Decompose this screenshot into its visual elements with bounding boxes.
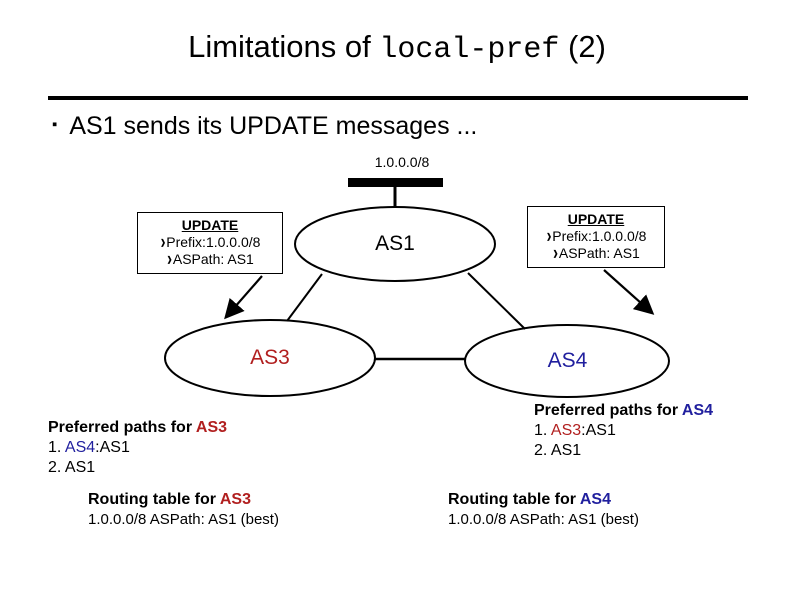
routing-table-as4-heading-target: AS4 bbox=[579, 491, 611, 508]
update-left-title: UPDATE bbox=[181, 217, 239, 233]
sub-bullet-icon: ❱ bbox=[166, 255, 173, 264]
update-right-aspath-text: ASPath: AS1 bbox=[558, 245, 640, 261]
title-divider bbox=[48, 96, 748, 100]
sub-bullet-icon: ❱ bbox=[545, 232, 553, 241]
preferred-paths-as3-heading-target: AS3 bbox=[195, 419, 228, 436]
preferred-paths-as3-heading: Preferred paths for AS3 bbox=[48, 418, 227, 438]
title-prefix: Limitations of bbox=[188, 29, 380, 64]
arrow-update-to-as4 bbox=[603, 269, 655, 315]
arrow-update-to-as3 bbox=[224, 275, 263, 320]
routing-table-as3-block: Routing table for AS3 1.0.0.0/8 ASPath: … bbox=[88, 490, 279, 529]
preferred-paths-as3-line-1-via: AS4 bbox=[64, 439, 96, 456]
link-as1-as4 bbox=[467, 272, 526, 330]
routing-table-as4-heading: Routing table for AS4 bbox=[448, 490, 639, 510]
routing-table-as4-block: Routing table for AS4 1.0.0.0/8 ASPath: … bbox=[448, 490, 639, 529]
page-title: Limitations of local-pref (2) bbox=[0, 28, 794, 69]
link-as1-as3 bbox=[286, 273, 323, 322]
routing-table-as3-heading: Routing table for AS3 bbox=[88, 490, 279, 510]
bullet-square-icon: ▪ bbox=[52, 116, 58, 133]
update-left-prefix: ❱Prefix:1.0.0.0/8 bbox=[144, 234, 276, 251]
node-as1-ellipse[interactable] bbox=[294, 206, 496, 282]
node-as4-ellipse[interactable] bbox=[464, 324, 670, 398]
routing-table-as4-heading-static: Routing table for bbox=[448, 491, 580, 508]
preferred-paths-as4-line-1-via: AS3 bbox=[550, 422, 582, 439]
preferred-paths-as4-heading-static: Preferred paths for bbox=[534, 402, 682, 419]
sub-bullet-icon: ❱ bbox=[552, 249, 559, 258]
preferred-paths-as4-block: Preferred paths for AS4 1. AS3:AS1 2. AS… bbox=[534, 401, 713, 461]
sub-bullet-icon: ❱ bbox=[159, 238, 167, 247]
update-right-title: UPDATE bbox=[567, 211, 625, 227]
preferred-paths-as4-line-2: 2. AS1 bbox=[534, 442, 582, 459]
update-box-left: UPDATE ❱Prefix:1.0.0.0/8 ❱ASPath: AS1 bbox=[137, 212, 283, 274]
update-left-aspath: ❱ASPath: AS1 bbox=[144, 251, 276, 268]
update-left-prefix-text: Prefix:1.0.0.0/8 bbox=[166, 234, 261, 250]
preferred-paths-as4-line-1-num: 1. bbox=[534, 422, 551, 439]
preferred-paths-as3-heading-static: Preferred paths for bbox=[48, 419, 196, 436]
update-right-prefix-text: Prefix:1.0.0.0/8 bbox=[552, 228, 647, 244]
preferred-paths-as4-line-1: 1. AS3:AS1 bbox=[534, 421, 713, 441]
title-suffix: (2) bbox=[559, 29, 606, 64]
update-box-right: UPDATE ❱Prefix:1.0.0.0/8 ❱ASPath: AS1 bbox=[527, 206, 665, 268]
node-as4-label: AS4 bbox=[547, 349, 588, 372]
routing-table-as4-row: 1.0.0.0/8 ASPath: AS1 (best) bbox=[448, 511, 639, 528]
preferred-paths-as3-line-1-num: 1. bbox=[48, 439, 65, 456]
update-right-aspath: ❱ASPath: AS1 bbox=[534, 245, 658, 262]
preferred-paths-as3-block: Preferred paths for AS3 1. AS4:AS1 2. AS… bbox=[48, 418, 227, 478]
routing-table-as3-row: 1.0.0.0/8 ASPath: AS1 (best) bbox=[88, 511, 279, 528]
routing-table-as3-heading-target: AS3 bbox=[219, 491, 251, 508]
preferred-paths-as3-line-1: 1. AS4:AS1 bbox=[48, 438, 227, 458]
routing-table-as3-heading-static: Routing table for bbox=[88, 491, 220, 508]
bullet-text: AS1 sends its UPDATE messages ... bbox=[69, 112, 478, 140]
preferred-paths-as4-line-1-rest: :AS1 bbox=[581, 422, 616, 439]
node-as1-label: AS1 bbox=[375, 232, 415, 255]
update-right-prefix: ❱Prefix:1.0.0.0/8 bbox=[534, 228, 658, 245]
preferred-paths-as3-line-2: 2. AS1 bbox=[48, 459, 96, 476]
preferred-paths-as4-heading-target: AS4 bbox=[681, 402, 714, 419]
prefix-label: 1.0.0.0/8 bbox=[374, 154, 430, 170]
prefix-bar-icon bbox=[348, 178, 443, 187]
bullet-line: ▪ AS1 sends its UPDATE messages ... bbox=[52, 111, 477, 141]
preferred-paths-as3-line-1-rest: :AS1 bbox=[95, 439, 130, 456]
node-as3-label: AS3 bbox=[250, 346, 290, 369]
preferred-paths-as4-heading: Preferred paths for AS4 bbox=[534, 401, 713, 421]
title-monospace-term: local-pref bbox=[379, 33, 560, 67]
update-left-aspath-text: ASPath: AS1 bbox=[172, 251, 254, 267]
